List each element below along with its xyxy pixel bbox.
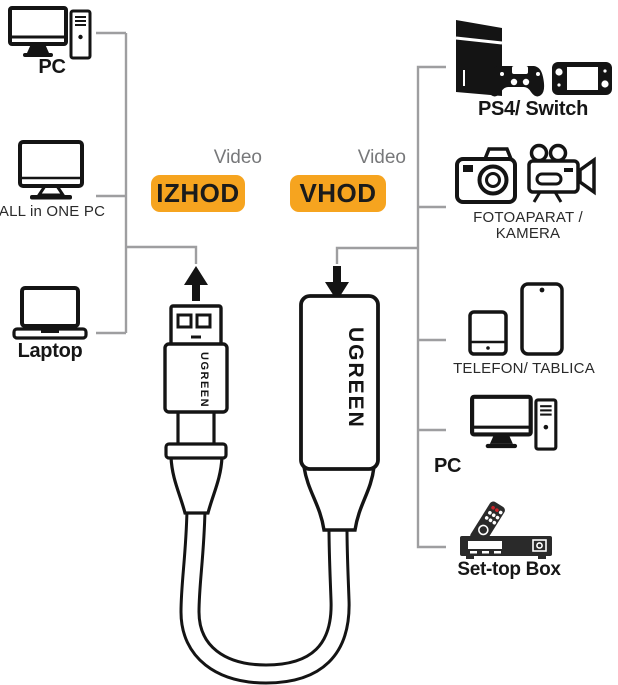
laptop-icon	[12, 286, 88, 340]
device-label-all-in-one: ALL in ONE PC	[0, 203, 106, 220]
all-in-one-pc-icon	[18, 140, 84, 200]
video-in-badge: VHOD	[290, 175, 386, 212]
set-top-box-icon	[460, 501, 552, 559]
arrow-down-icon	[325, 266, 349, 301]
phone-tablet-icon	[468, 282, 564, 356]
device-label-phone-tablet: TELEFON/ TABLICA	[453, 360, 595, 377]
hdmi-socket-icon	[299, 294, 380, 532]
hdmi-brand-text: UGREEN	[344, 327, 367, 429]
desktop-pc-icon	[470, 394, 558, 451]
desktop-pc-icon	[8, 6, 92, 60]
ps4-switch-icon	[455, 20, 612, 97]
device-label-ps4-switch: PS4/ Switch	[477, 98, 589, 120]
usb-brand-text: UGREEN	[198, 352, 210, 408]
left-connector-lines	[96, 31, 198, 335]
usb-plug-icon	[163, 304, 229, 515]
right-connector-lines	[335, 65, 446, 549]
photo-video-camera-icon	[455, 143, 596, 204]
device-label-set-top-box: Set-top Box	[457, 559, 561, 580]
device-label-pc-right: PC	[434, 455, 462, 477]
device-label-camera: FOTOAPARAT / KAMERA	[473, 209, 583, 242]
arrow-up-icon	[184, 266, 208, 301]
adapter-cable	[179, 509, 351, 685]
video-out-badge: IZHOD	[151, 175, 245, 212]
device-label-pc-left: PC	[38, 56, 66, 78]
device-label-laptop: Laptop	[17, 340, 83, 362]
video-in-caption: Video	[357, 147, 406, 168]
video-out-caption: Video	[213, 147, 262, 168]
